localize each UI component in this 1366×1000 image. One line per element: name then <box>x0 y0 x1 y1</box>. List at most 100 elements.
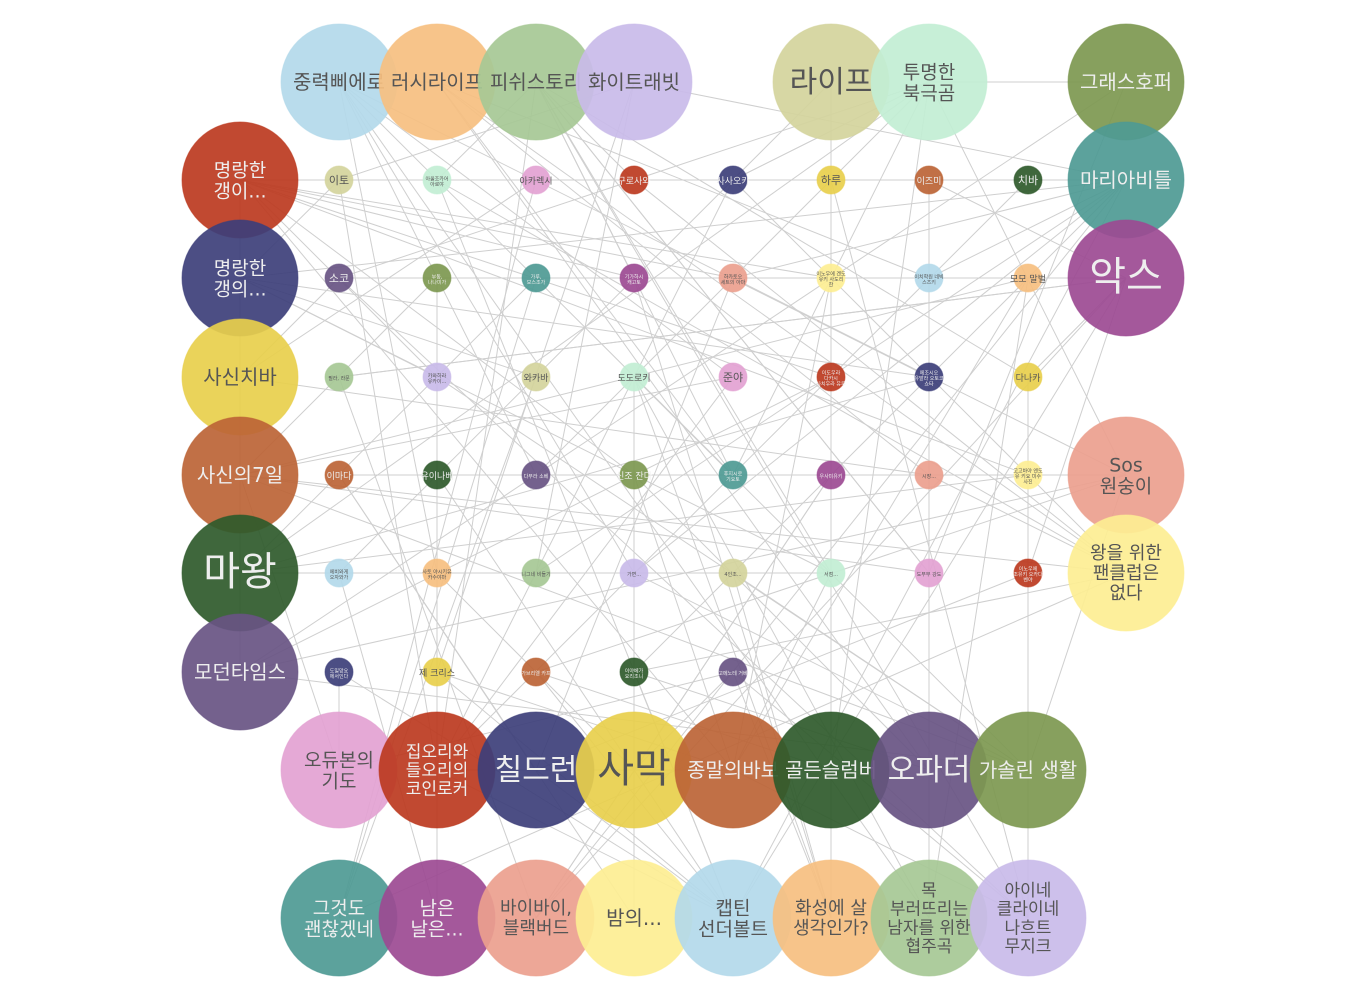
node-small-3-6[interactable]: 시장... <box>914 460 944 490</box>
node-small-0-3[interactable]: 구로사와 <box>617 165 651 195</box>
node-circle[interactable] <box>1067 219 1185 337</box>
node-circle[interactable] <box>422 558 452 588</box>
node-small-0-2[interactable]: 아카렉시 <box>519 165 553 195</box>
node-circle[interactable] <box>521 263 551 293</box>
node-small-5-4[interactable]: 고메노테 거베 <box>718 657 748 687</box>
node-circle[interactable] <box>521 165 551 195</box>
node-top-0[interactable]: 중력삐에로 <box>280 23 398 141</box>
node-circle[interactable] <box>816 165 846 195</box>
node-circle[interactable] <box>521 558 551 588</box>
node-circle[interactable] <box>816 362 846 392</box>
node-top-1[interactable]: 러시라이프 <box>378 23 496 141</box>
node-small-1-0[interactable]: 소코 <box>324 263 354 293</box>
node-circle[interactable] <box>1067 514 1185 632</box>
node-top-3[interactable]: 화이트래빗 <box>575 23 693 141</box>
node-circle[interactable] <box>324 460 354 490</box>
node-small-5-1[interactable]: 제 크리스 <box>419 657 455 687</box>
node-left-2[interactable]: 사신치바 <box>181 318 299 436</box>
node-circle[interactable] <box>324 362 354 392</box>
node-circle[interactable] <box>914 460 944 490</box>
node-circle[interactable] <box>1013 263 1043 293</box>
node-circle[interactable] <box>718 165 748 195</box>
node-circle[interactable] <box>422 460 452 490</box>
node-circle[interactable] <box>816 558 846 588</box>
node-circle[interactable] <box>575 23 693 141</box>
node-circle[interactable] <box>914 558 944 588</box>
node-top-2[interactable]: 피쉬스토리 <box>477 23 595 141</box>
node-circle[interactable] <box>324 558 354 588</box>
node-small-3-3[interactable]: 신조 잔다 <box>616 460 653 490</box>
node-circle[interactable] <box>422 657 452 687</box>
node-circle[interactable] <box>324 657 354 687</box>
node-small-1-7[interactable]: 모모 말벌 <box>1010 263 1046 293</box>
node-circle[interactable] <box>1013 558 1043 588</box>
node-circle[interactable] <box>870 23 988 141</box>
node-bottom1-5[interactable]: 골든슬럼버 <box>772 711 890 829</box>
node-circle[interactable] <box>521 362 551 392</box>
node-circle[interactable] <box>914 263 944 293</box>
node-circle[interactable] <box>324 165 354 195</box>
node-small-4-5[interactable]: 서점... <box>816 558 846 588</box>
node-left-3[interactable]: 사신의7일 <box>181 416 299 534</box>
node-circle[interactable] <box>718 362 748 392</box>
node-circle[interactable] <box>718 657 748 687</box>
node-circle[interactable] <box>914 165 944 195</box>
node-circle[interactable] <box>1013 165 1043 195</box>
node-small-1-2[interactable]: 가루,모스조가 <box>521 263 551 293</box>
node-circle[interactable] <box>969 859 1087 977</box>
node-circle[interactable] <box>422 165 452 195</box>
node-circle[interactable] <box>816 263 846 293</box>
node-small-5-2[interactable]: 가브리엘 카프 <box>521 657 551 687</box>
node-right-0[interactable]: 마리아비틀 <box>1067 121 1185 239</box>
node-circle[interactable] <box>324 263 354 293</box>
node-bottom1-6[interactable]: 오파더 <box>870 711 988 829</box>
node-small-0-7[interactable]: 치바 <box>1013 165 1043 195</box>
node-bottom2-2[interactable]: 바이바이,블랙버드 <box>477 859 595 977</box>
node-circle[interactable] <box>521 657 551 687</box>
node-circle[interactable] <box>619 558 649 588</box>
node-small-3-5[interactable]: 우사미유키 <box>816 460 846 490</box>
node-circle[interactable] <box>619 657 649 687</box>
node-small-2-3[interactable]: 도도로키 <box>617 362 651 392</box>
node-small-2-7[interactable]: 다나카 <box>1013 362 1043 392</box>
node-circle[interactable] <box>422 362 452 392</box>
node-bottom1-3[interactable]: 사막 <box>575 711 693 829</box>
node-small-0-5[interactable]: 하루 <box>816 165 846 195</box>
node-circle[interactable] <box>521 460 551 490</box>
node-circle[interactable] <box>914 362 944 392</box>
node-small-4-2[interactable]: 니그네 비들기 <box>521 558 551 588</box>
node-circle[interactable] <box>422 263 452 293</box>
node-left-4[interactable]: 마왕 <box>181 514 299 632</box>
node-small-4-3[interactable]: 가면... <box>619 558 649 588</box>
node-circle[interactable] <box>718 558 748 588</box>
node-circle[interactable] <box>816 460 846 490</box>
node-small-2-0[interactable]: 필라, 라문 <box>324 362 354 392</box>
node-small-3-0[interactable]: 이마다 <box>324 460 354 490</box>
node-circle[interactable] <box>1013 362 1043 392</box>
node-small-0-0[interactable]: 이토 <box>324 165 354 195</box>
node-left-5[interactable]: 모던타임스 <box>181 613 299 731</box>
node-small-2-4[interactable]: 준야 <box>718 362 748 392</box>
